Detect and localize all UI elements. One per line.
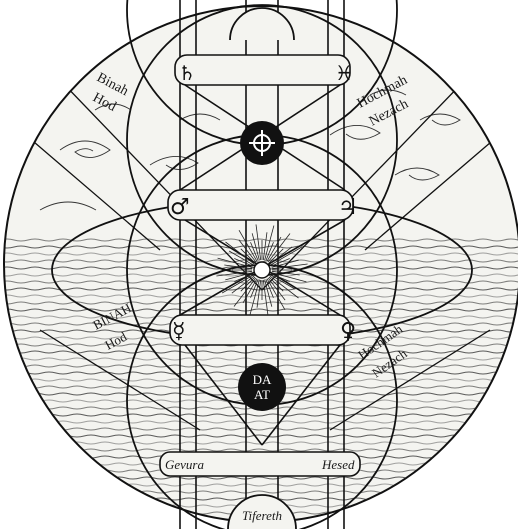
daat-label-2: AT bbox=[254, 387, 270, 402]
hesed-label: Hesed bbox=[321, 457, 355, 472]
daat-label-1: DA bbox=[253, 372, 272, 387]
tifereth-label: Tifereth bbox=[242, 508, 282, 523]
mars-icon: ♂ bbox=[170, 195, 190, 220]
gevura-label: Gevura bbox=[165, 457, 204, 472]
starburst-core bbox=[254, 262, 270, 278]
venus-icon: ♀ bbox=[340, 319, 356, 344]
jupiter-icon: ♃ bbox=[338, 195, 358, 220]
mercury-icon: ☿ bbox=[172, 319, 186, 344]
saturn-icon: ♄ bbox=[178, 61, 196, 85]
pisces-icon: ♓ bbox=[335, 61, 353, 85]
